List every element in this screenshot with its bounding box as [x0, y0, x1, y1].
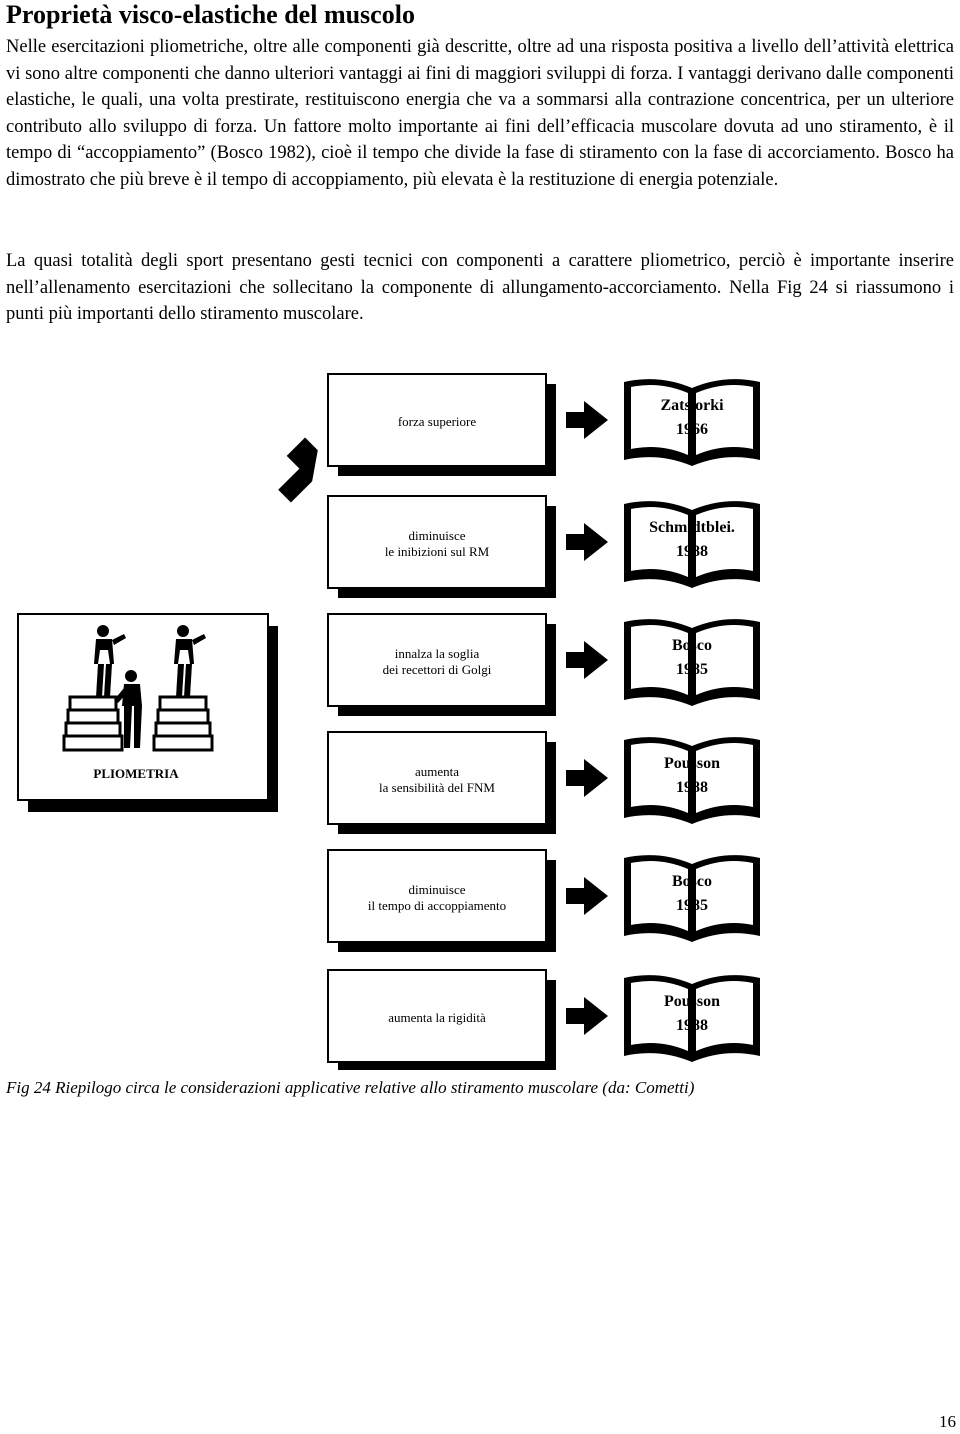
- book-year: 1988: [676, 779, 708, 796]
- figure-caption: Fig 24 Riepilogo circa le considerazioni…: [6, 1078, 695, 1097]
- effect-line-2: dei recettori di Golgi: [383, 662, 492, 677]
- plyo-box-right: [152, 695, 214, 752]
- book-author: Bosco: [672, 873, 712, 890]
- book-year: 1985: [676, 661, 708, 678]
- arrow-to-pliometria: [278, 437, 318, 503]
- book-year: 1988: [676, 1017, 708, 1034]
- right-arrow-icon: [566, 641, 608, 679]
- effect-line-1: aumenta: [415, 764, 459, 779]
- effect-box: [327, 613, 547, 707]
- effect-line-2: il tempo di accoppiamento: [368, 898, 506, 913]
- figure-24: PLIOMETRIA forza superiore Zatsiorki 1966 d…: [0, 360, 960, 1072]
- book-icon: Pousson 1988: [624, 737, 760, 824]
- effect-line-1: forza superiore: [398, 414, 477, 429]
- book-icon: Bosco 1985: [624, 855, 760, 942]
- effect-box: [327, 373, 547, 467]
- page-number: 16: [939, 1412, 956, 1431]
- body-paragraph-2: La quasi totalità degli sport presentano…: [6, 251, 954, 325]
- book-author: Zatsiorki: [660, 397, 724, 414]
- section-title: Proprietà visco-elastiche del muscolo: [6, 0, 415, 29]
- effect-box: [327, 731, 547, 825]
- effect-box: [327, 849, 547, 943]
- right-arrow-icon: [566, 759, 608, 797]
- effect-box: [327, 969, 547, 1063]
- right-arrow-icon: [566, 997, 608, 1035]
- effect-line-2: le inibizioni sul RM: [385, 544, 490, 559]
- book-author: Schmidtblei.: [649, 519, 735, 536]
- book-icon: Pousson 1988: [624, 975, 760, 1062]
- pliometria-label: PLIOMETRIA: [93, 766, 179, 781]
- book-author: Pousson: [664, 993, 720, 1010]
- plyo-box-left: [62, 695, 124, 752]
- right-arrow-icon: [566, 877, 608, 915]
- athlete-right-icon: [174, 625, 206, 697]
- pliometria-panel: PLIOMETRIA: [17, 613, 278, 812]
- book-icon: Schmidtblei. 1988: [624, 501, 760, 588]
- athlete-left-icon: [94, 625, 126, 697]
- right-arrow-icon: [566, 401, 608, 439]
- effect-row: aumenta la rigidità Pousson 1988: [327, 969, 760, 1072]
- effect-line-1: innalza la soglia: [395, 646, 480, 661]
- book-icon: Bosco 1985: [624, 619, 760, 706]
- book-author: Bosco: [672, 637, 712, 654]
- right-arrow-icon: [566, 523, 608, 561]
- book-icon: Zatsiorki 1966: [624, 379, 760, 466]
- effect-box: [327, 495, 547, 589]
- book-year: 1966: [676, 421, 708, 438]
- effect-row: forza superiore Zatsiorki 1966: [327, 373, 760, 476]
- effects-column: forza superioreZatsiorki1966diminuiscele…: [327, 373, 760, 1072]
- body-paragraph-1: Nelle esercitazioni pliometriche, oltre …: [6, 37, 954, 190]
- effect-line-1: diminuisce: [408, 528, 465, 543]
- book-year: 1988: [676, 543, 708, 560]
- effect-line-2: la sensibilità del FNM: [379, 780, 495, 795]
- effect-line-1: aumenta la rigidità: [388, 1010, 486, 1025]
- book-author: Pousson: [664, 755, 720, 772]
- effect-line-1: diminuisce: [408, 882, 465, 897]
- book-year: 1985: [676, 897, 708, 914]
- athlete-middle-icon: [114, 670, 142, 748]
